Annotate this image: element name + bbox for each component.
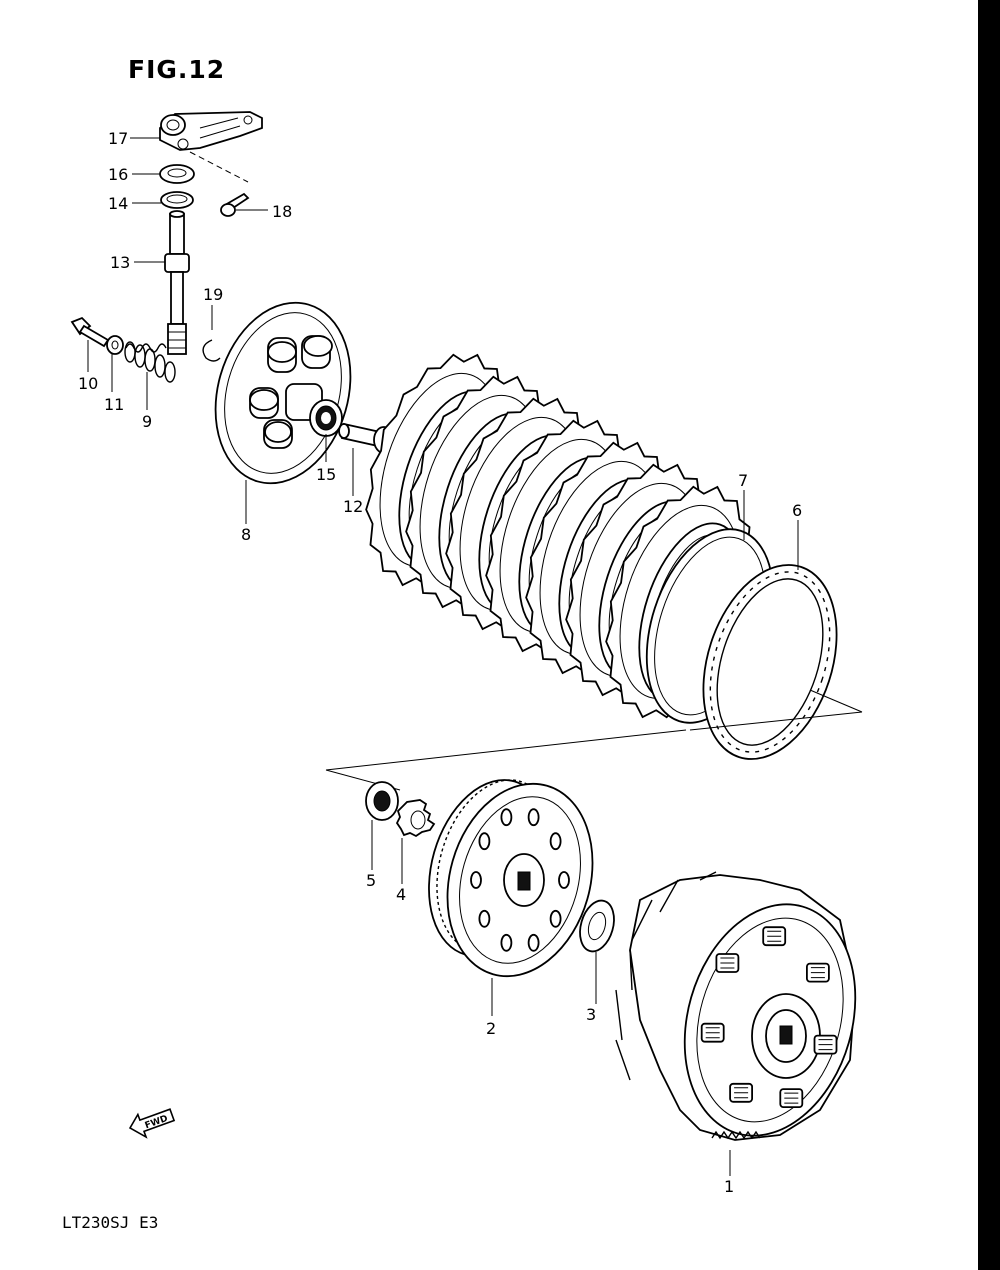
part-2-sleeve-hub <box>428 779 594 978</box>
part-3-thrust-washer <box>579 899 615 953</box>
damper-window <box>762 926 787 947</box>
figure-title: FIG.12 <box>128 55 225 84</box>
part-11-washer <box>106 335 124 355</box>
hub-hole <box>558 871 570 889</box>
section-line-c <box>689 711 863 731</box>
part-13-release-shaft <box>164 210 190 355</box>
leader-lines <box>87 137 799 1176</box>
part-1-clutch-housing <box>615 871 857 1141</box>
hub-hole <box>527 808 540 827</box>
callout-1: 1 <box>724 1177 734 1196</box>
model-code: LT230SJ E3 <box>62 1213 158 1232</box>
part-9-spring <box>124 341 176 383</box>
callout-5: 5 <box>366 871 376 890</box>
damper-window <box>779 1088 804 1108</box>
hub-hole <box>527 933 540 952</box>
callout-19: 19 <box>203 285 223 304</box>
callout-17: 17 <box>108 129 128 148</box>
fwd-direction-arrow: FWD <box>128 1108 176 1139</box>
part-10-bolt <box>70 316 110 348</box>
hub-hole <box>549 832 562 851</box>
part-15-bearing <box>309 399 343 437</box>
damper-window <box>700 1022 725 1043</box>
part-5-nut <box>365 781 399 821</box>
part-8-pressure-plate <box>214 301 352 485</box>
part-19-circlip <box>202 339 221 362</box>
hub-hole <box>549 909 562 928</box>
damper-window <box>806 962 830 983</box>
callout-13: 13 <box>110 253 130 272</box>
damper-window <box>715 953 740 973</box>
damper-window <box>729 1082 753 1103</box>
callout-labels: 17 16 14 18 13 19 10 11 9 8 15 12 7 6 5 … <box>78 129 802 1196</box>
hub-hole <box>478 832 491 851</box>
part-18-screw <box>220 192 250 217</box>
callout-7: 7 <box>738 471 748 490</box>
callout-14: 14 <box>108 194 128 213</box>
callout-10: 10 <box>78 374 98 393</box>
part-14-washer <box>160 191 194 209</box>
scan-edge-bar <box>978 0 1000 1270</box>
callout-11: 11 <box>104 395 124 414</box>
callout-6: 6 <box>792 501 802 520</box>
part-4-lock-washer <box>395 799 436 838</box>
hub-hole <box>478 909 491 928</box>
hub-hole <box>470 871 482 889</box>
part-16-oil-seal <box>159 164 195 184</box>
part-6-seat-plate <box>702 564 838 760</box>
damper-window <box>813 1034 838 1055</box>
callout-8: 8 <box>241 525 251 544</box>
arm-guide-line <box>189 151 249 183</box>
callout-16: 16 <box>108 165 128 184</box>
callout-4: 4 <box>396 885 406 904</box>
section-line-d <box>809 689 863 713</box>
hub-hole <box>500 933 513 952</box>
callout-3: 3 <box>586 1005 596 1024</box>
callout-9: 9 <box>142 412 152 431</box>
section-line-a <box>325 729 687 771</box>
callout-15: 15 <box>316 465 336 484</box>
callout-2: 2 <box>486 1019 496 1038</box>
callout-12: 12 <box>343 497 363 516</box>
callout-18: 18 <box>272 202 292 221</box>
hub-hole <box>500 808 513 827</box>
part-17-release-arm <box>159 111 263 151</box>
